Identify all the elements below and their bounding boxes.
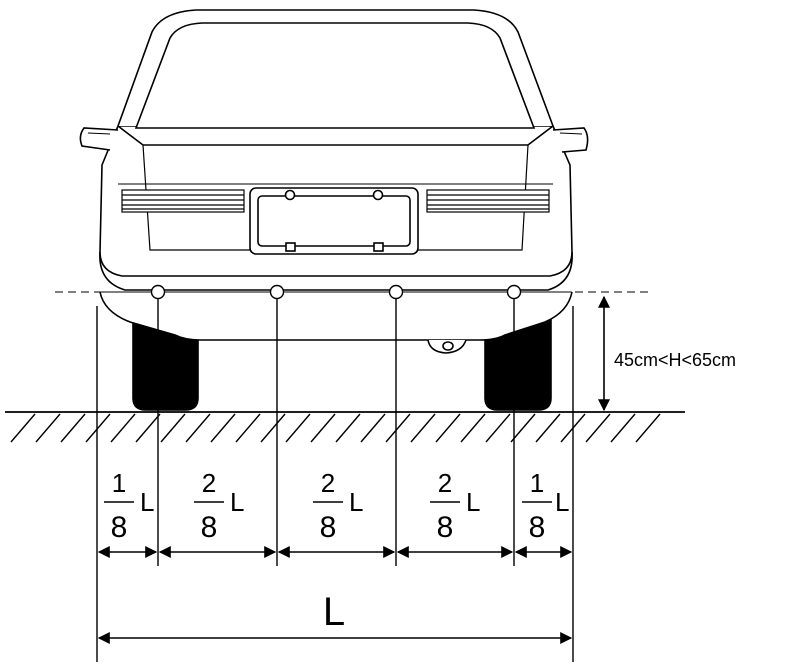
segment-4-unit: L: [466, 487, 480, 517]
ground-hatch: [385, 413, 411, 443]
ground-hatch: [510, 413, 536, 443]
ground-hatch: [160, 413, 186, 443]
ground-hatch: [260, 413, 286, 443]
right-tail-light: [426, 189, 550, 213]
segment-1-numerator: 1: [112, 468, 126, 498]
segment-3-numerator: 2: [321, 468, 335, 498]
ground: [5, 411, 685, 443]
ground-hatch: [85, 413, 111, 443]
car-rear-view: [79, 9, 589, 411]
segment-2-unit: L: [230, 487, 244, 517]
sensor-3: [388, 284, 404, 300]
segment-label-3: 2 8 L: [313, 468, 363, 544]
segment-3-unit: L: [349, 487, 363, 517]
sensor-4: [506, 284, 522, 300]
segment-label-5: 1 8 L: [522, 468, 569, 544]
segment-label-4: 2 8 L: [430, 468, 480, 544]
segment-1-denominator: 8: [111, 511, 128, 544]
ground-hatch: [435, 413, 461, 443]
ground-hatch: [110, 413, 136, 443]
ground-hatch: [210, 413, 236, 443]
segment-3-denominator: 8: [320, 511, 337, 544]
segment-2-numerator: 2: [202, 468, 216, 498]
ground-hatch: [360, 413, 386, 443]
rear-window: [134, 22, 536, 129]
ground-hatch: [585, 413, 611, 443]
segment-2-denominator: 8: [201, 511, 218, 544]
ground-hatch: [235, 413, 261, 443]
sensor-1: [150, 284, 166, 300]
sensor-2: [269, 284, 285, 300]
license-plate: [249, 187, 419, 255]
exhaust-pipe: [427, 339, 467, 354]
segment-label-2: 2 8 L: [194, 468, 244, 544]
ground-hatch: [610, 413, 636, 443]
ground-hatch: [35, 413, 61, 443]
ground-hatch: [635, 413, 661, 443]
ground-hatch: [335, 413, 361, 443]
ground-hatch: [535, 413, 561, 443]
ground-hatch: [410, 413, 436, 443]
total-width-label: L: [323, 590, 345, 634]
segment-5-denominator: 8: [529, 511, 546, 544]
lower-bumper: [99, 291, 573, 341]
ground-hatch: [460, 413, 486, 443]
left-tail-light: [121, 189, 245, 213]
ground-hatch: [485, 413, 511, 443]
ground-hatch: [560, 413, 586, 443]
segment-4-denominator: 8: [437, 511, 454, 544]
ground-hatch: [135, 413, 161, 443]
ground-hatch: [60, 413, 86, 443]
segment-4-numerator: 2: [438, 468, 452, 498]
segment-5-numerator: 1: [530, 468, 544, 498]
segment-1-unit: L: [140, 487, 154, 517]
ground-hatch: [185, 413, 211, 443]
height-label: 45cm<H<65cm: [614, 350, 736, 370]
segment-label-1: 1 8 L: [104, 468, 154, 544]
ground-hatch: [285, 413, 311, 443]
ground-hatch: [310, 413, 336, 443]
ground-hatch: [10, 413, 36, 443]
segment-5-unit: L: [555, 487, 569, 517]
